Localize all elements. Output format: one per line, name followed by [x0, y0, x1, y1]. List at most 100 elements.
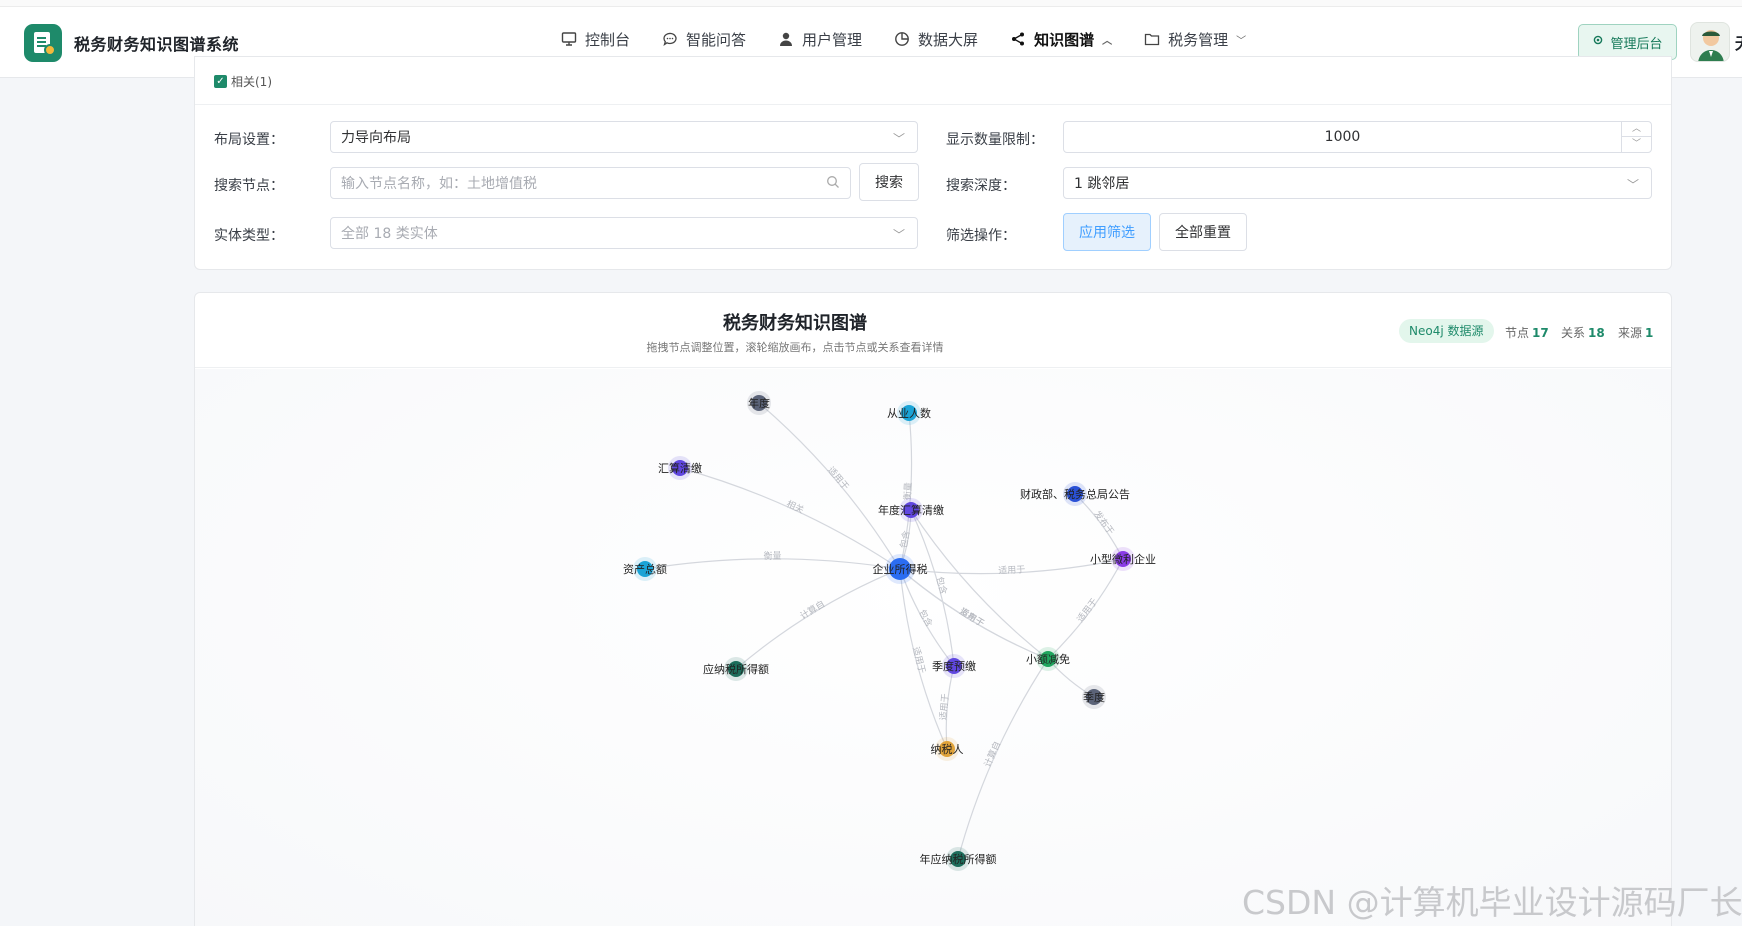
- nav-label: 数据大屏: [918, 30, 979, 49]
- graph-node[interactable]: [1067, 486, 1083, 502]
- stepper-up-icon[interactable]: ︿: [1622, 122, 1651, 137]
- graph-edge-label: 计算自: [798, 598, 827, 622]
- divider: [195, 104, 1671, 105]
- layout-label: 布局设置：: [214, 132, 284, 148]
- graph-edge[interactable]: [910, 509, 955, 667]
- graph-node[interactable]: [672, 460, 688, 476]
- graph-edge[interactable]: [899, 568, 1049, 660]
- nav-label: 知识图谱: [1034, 30, 1095, 49]
- quantity-stepper[interactable]: ︿﹀: [1621, 122, 1651, 152]
- filter-ops-label: 筛选操作：: [946, 228, 1016, 244]
- graph-node[interactable]: [903, 502, 919, 518]
- nav-label: 控制台: [585, 30, 631, 49]
- graph-node-label: 资产总额: [623, 562, 667, 576]
- nav-item-qa[interactable]: 智能问答: [646, 0, 762, 78]
- search-input[interactable]: 输入节点名称，如：土地增值税: [330, 167, 851, 199]
- graph-edge[interactable]: [1074, 493, 1124, 560]
- graph-node-label: 小型微利企业: [1090, 552, 1156, 566]
- graph-node[interactable]: [946, 658, 962, 674]
- graph-edge[interactable]: [735, 568, 901, 670]
- limit-number-input[interactable]: 1000 ︿﹀: [1063, 121, 1652, 153]
- nav-label: 税务管理: [1168, 30, 1229, 49]
- limit-label: 显示数量限制：: [946, 132, 1044, 148]
- graph-edge-label: 包含: [897, 529, 912, 549]
- graph-edge[interactable]: [679, 467, 901, 570]
- folder-icon: [1144, 31, 1160, 47]
- graph-edge[interactable]: [758, 402, 901, 570]
- graph-edge[interactable]: [899, 568, 948, 750]
- graph-edge[interactable]: [899, 568, 955, 667]
- nav-item-users[interactable]: 用户管理: [762, 0, 878, 78]
- graph-edge-label: 适用于: [998, 564, 1025, 576]
- app-title: 税务财务知识图谱系统: [74, 35, 240, 54]
- graph-edge[interactable]: [899, 412, 913, 570]
- graph-canvas[interactable]: 适用于衡量相关包含衡量适用于计算自包含发布于适用于发布于适用于计算自包含适用于适…: [195, 369, 1672, 926]
- graph-edge[interactable]: [1047, 558, 1124, 660]
- reset-all-button[interactable]: 全部重置: [1159, 213, 1247, 251]
- related-checkbox[interactable]: ✓ 相关(1): [214, 73, 272, 90]
- graph-edge-label: 适用于: [910, 646, 927, 675]
- graph-node-label: 纳税人: [931, 742, 964, 756]
- watermark: CSDN @计算机毕业设计源码厂长: [1242, 883, 1742, 922]
- graph-edge[interactable]: [644, 558, 901, 570]
- graph-node-label: 应纳税所得额: [703, 662, 769, 676]
- graph-edge[interactable]: [957, 658, 1049, 860]
- gear-icon: [1592, 34, 1604, 50]
- graph-edge-label: 适用于: [938, 693, 951, 721]
- main-nav: 控制台 智能问答 用户管理 数据大屏 知识图谱 ︿: [545, 0, 1262, 78]
- graph-node[interactable]: [1115, 551, 1131, 567]
- nav-label: 用户管理: [802, 30, 863, 49]
- graph-svg[interactable]: 适用于衡量相关包含衡量适用于计算自包含发布于适用于发布于适用于计算自包含适用于适…: [195, 369, 1672, 926]
- entity-type-label: 实体类型：: [214, 228, 284, 244]
- graph-node[interactable]: [901, 405, 917, 421]
- chevron-down-icon: ﹀: [892, 228, 905, 242]
- graph-node[interactable]: [1040, 651, 1056, 667]
- graph-node[interactable]: [751, 395, 767, 411]
- graph-node[interactable]: [1086, 689, 1102, 705]
- graph-node[interactable]: [889, 558, 911, 580]
- graph-subtitle: 拖拽节点调整位置，滚轮缩放画布，点击节点或关系查看详情: [646, 341, 944, 354]
- chevron-down-icon: ﹀: [1626, 178, 1639, 192]
- graph-edge-label: 衡量: [901, 482, 914, 501]
- graph-edge-label: 计算自: [981, 739, 1003, 769]
- graph-node-label: 年应纳税所得额: [920, 852, 997, 866]
- chevron-up-icon: ︿: [1102, 35, 1113, 47]
- depth-select[interactable]: 1 跳邻居 ﹀: [1063, 167, 1652, 199]
- admin-button-label: 管理后台: [1610, 36, 1663, 52]
- chat-icon: [662, 31, 678, 47]
- graph-node[interactable]: [637, 561, 653, 577]
- graph-node-label: 季度预缴: [932, 659, 976, 673]
- chevron-down-icon: ﹀: [1236, 35, 1247, 47]
- graph-edge[interactable]: [910, 509, 1049, 660]
- nav-item-dashboard[interactable]: 控制台: [545, 0, 646, 78]
- entity-type-select[interactable]: 全部 18 类实体 ﹀: [330, 217, 918, 249]
- graph-edge[interactable]: [945, 665, 955, 750]
- graph-node-label: 财政部、税务总局公告: [1020, 487, 1130, 501]
- graph-node-label: 年度: [748, 396, 770, 410]
- graph-edge[interactable]: [899, 558, 1124, 575]
- nav-item-bigscreen[interactable]: 数据大屏: [878, 0, 994, 78]
- user-icon: [778, 31, 794, 47]
- graph-edge-label: 适用于: [825, 465, 851, 493]
- graph-node[interactable]: [939, 741, 955, 757]
- share-graph-icon: [1010, 31, 1026, 47]
- graph-node[interactable]: [950, 851, 966, 867]
- nav-item-tax-management[interactable]: 税务管理 ﹀: [1128, 0, 1262, 78]
- entity-type-placeholder: 全部 18 类实体: [341, 226, 438, 242]
- admin-button[interactable]: 管理后台: [1578, 24, 1677, 60]
- layout-select[interactable]: 力导向布局 ﹀: [330, 121, 918, 153]
- search-placeholder: 输入节点名称，如：土地增值税: [341, 176, 537, 192]
- layout-value: 力导向布局: [341, 130, 411, 146]
- search-button[interactable]: 搜索: [859, 163, 919, 201]
- avatar[interactable]: [1690, 22, 1730, 62]
- graph-node[interactable]: [728, 661, 744, 677]
- graph-edge-label: 适用于: [957, 606, 986, 629]
- app-logo[interactable]: [24, 24, 62, 62]
- stepper-down-icon[interactable]: ﹀: [1631, 139, 1641, 149]
- apply-filter-button[interactable]: 应用筛选: [1063, 213, 1151, 251]
- related-label: 相关(1): [231, 75, 272, 89]
- graph-node-label: 汇算清缴: [658, 461, 702, 475]
